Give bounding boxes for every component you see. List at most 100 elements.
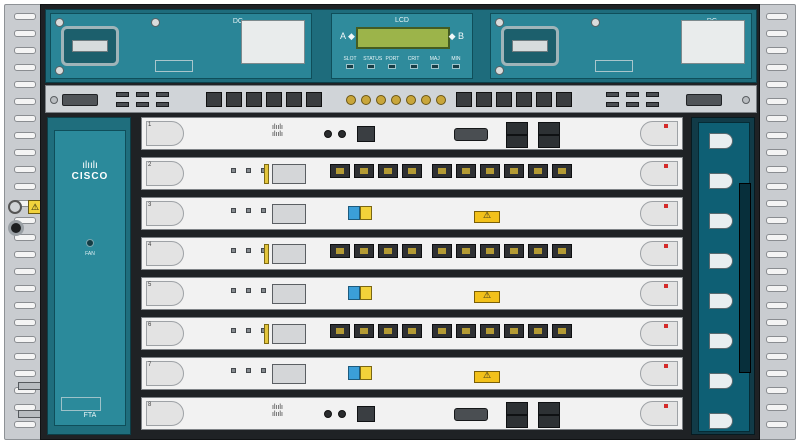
qsfp-port[interactable]: [456, 324, 476, 338]
card-ejector-left[interactable]: [146, 321, 184, 346]
cable-clip[interactable]: [709, 253, 733, 269]
ethernet-port[interactable]: [556, 92, 572, 107]
usb-port[interactable]: [156, 92, 169, 97]
card-console-port[interactable]: [454, 408, 488, 421]
fan-tray-assembly[interactable]: ılıılı CISCO FAN FTA: [47, 117, 131, 435]
card-latch-tab[interactable]: [264, 324, 269, 344]
ethernet-port[interactable]: [536, 92, 552, 107]
lcd-nav-a[interactable]: A ◆: [340, 31, 355, 41]
qsfp-port[interactable]: [528, 164, 548, 178]
card-reset-button[interactable]: [324, 410, 332, 418]
lcd-status-button[interactable]: STATUS: [363, 56, 382, 69]
usb-port[interactable]: [116, 102, 129, 107]
usb-port[interactable]: [646, 102, 659, 107]
cable-clip[interactable]: [709, 333, 733, 349]
card-ejector-right[interactable]: [640, 161, 678, 186]
optical-connector[interactable]: [348, 366, 374, 380]
qsfp-port[interactable]: [528, 324, 548, 338]
ethernet-port[interactable]: [266, 92, 282, 107]
optical-connector[interactable]: [348, 286, 374, 300]
qsfp-port[interactable]: [402, 324, 422, 338]
qsfp-port[interactable]: [330, 244, 350, 258]
timing-jack[interactable]: [391, 95, 401, 105]
card-reset-button[interactable]: [324, 130, 332, 138]
qsfp-port[interactable]: [552, 244, 572, 258]
aux-serial-port[interactable]: [686, 94, 722, 106]
qsfp-port[interactable]: [456, 164, 476, 178]
card-ejector-right[interactable]: [640, 321, 678, 346]
card-ejector-left[interactable]: [146, 201, 184, 226]
timing-jack[interactable]: [421, 95, 431, 105]
management-ethernet-port[interactable]: [357, 126, 375, 142]
sfp-port[interactable]: [506, 122, 528, 135]
qsfp-port[interactable]: [480, 244, 500, 258]
ethernet-port[interactable]: [286, 92, 302, 107]
qsfp-port[interactable]: [330, 164, 350, 178]
lcd-port-button[interactable]: PORT: [384, 56, 400, 69]
usb-port[interactable]: [136, 92, 149, 97]
management-ethernet-port[interactable]: [357, 406, 375, 422]
usb-port[interactable]: [626, 92, 639, 97]
ethernet-port[interactable]: [496, 92, 512, 107]
cable-clip[interactable]: [709, 373, 733, 389]
card-ejector-left[interactable]: [146, 121, 184, 146]
ethernet-port[interactable]: [516, 92, 532, 107]
qsfp-port[interactable]: [432, 244, 452, 258]
qsfp-port[interactable]: [480, 164, 500, 178]
card-ejector-right[interactable]: [640, 281, 678, 306]
cable-clip[interactable]: [709, 413, 733, 429]
qsfp-port[interactable]: [354, 324, 374, 338]
timing-jack[interactable]: [376, 95, 386, 105]
power-right-handle[interactable]: [501, 26, 559, 66]
timing-jack[interactable]: [346, 95, 356, 105]
esd-jack-icon[interactable]: [8, 220, 24, 236]
sfp-port[interactable]: [538, 135, 560, 148]
sfp-port[interactable]: [538, 402, 560, 415]
usb-port[interactable]: [116, 92, 129, 97]
ethernet-port[interactable]: [206, 92, 222, 107]
qsfp-port[interactable]: [402, 244, 422, 258]
card-ejector-left[interactable]: [146, 161, 184, 186]
line-card-slot-7[interactable]: 7: [141, 357, 683, 390]
card-ejector-left[interactable]: [146, 281, 184, 306]
cable-clip[interactable]: [709, 293, 733, 309]
card-ejector-right[interactable]: [640, 401, 678, 426]
optical-connector[interactable]: [348, 206, 374, 220]
qsfp-port[interactable]: [552, 324, 572, 338]
qsfp-port[interactable]: [354, 244, 374, 258]
power-left-handle[interactable]: [61, 26, 119, 66]
card-ejector-left[interactable]: [146, 401, 184, 426]
qsfp-port[interactable]: [528, 244, 548, 258]
lcd-slot-button[interactable]: SLOT: [342, 56, 358, 69]
card-latch-tab[interactable]: [264, 164, 269, 184]
line-card-slot-6[interactable]: 6: [141, 317, 683, 350]
ethernet-port[interactable]: [476, 92, 492, 107]
card-ejector-left[interactable]: [146, 241, 184, 266]
usb-port[interactable]: [606, 92, 619, 97]
qsfp-port[interactable]: [378, 324, 398, 338]
card-ejector-right[interactable]: [640, 121, 678, 146]
power-module-right[interactable]: DC: [490, 13, 752, 79]
card-latch-tab[interactable]: [264, 244, 269, 264]
sfp-port[interactable]: [538, 122, 560, 135]
line-card-slot-3[interactable]: 3: [141, 197, 683, 230]
cable-clip[interactable]: [709, 133, 733, 149]
qsfp-port[interactable]: [378, 164, 398, 178]
card-optical-cage[interactable]: [272, 204, 306, 224]
sfp-port[interactable]: [506, 415, 528, 428]
console-serial-port[interactable]: [62, 94, 98, 106]
qsfp-port[interactable]: [330, 324, 350, 338]
sfp-port[interactable]: [538, 415, 560, 428]
line-card-slot-4[interactable]: 4: [141, 237, 683, 270]
qsfp-port[interactable]: [378, 244, 398, 258]
ethernet-port[interactable]: [226, 92, 242, 107]
card-optical-cage[interactable]: [272, 324, 306, 344]
fan-tray-latch-top[interactable]: [18, 382, 42, 390]
ethernet-port[interactable]: [306, 92, 322, 107]
qsfp-port[interactable]: [432, 164, 452, 178]
ethernet-port[interactable]: [246, 92, 262, 107]
card-optical-cage[interactable]: [272, 284, 306, 304]
card-optical-cage[interactable]: [272, 164, 306, 184]
